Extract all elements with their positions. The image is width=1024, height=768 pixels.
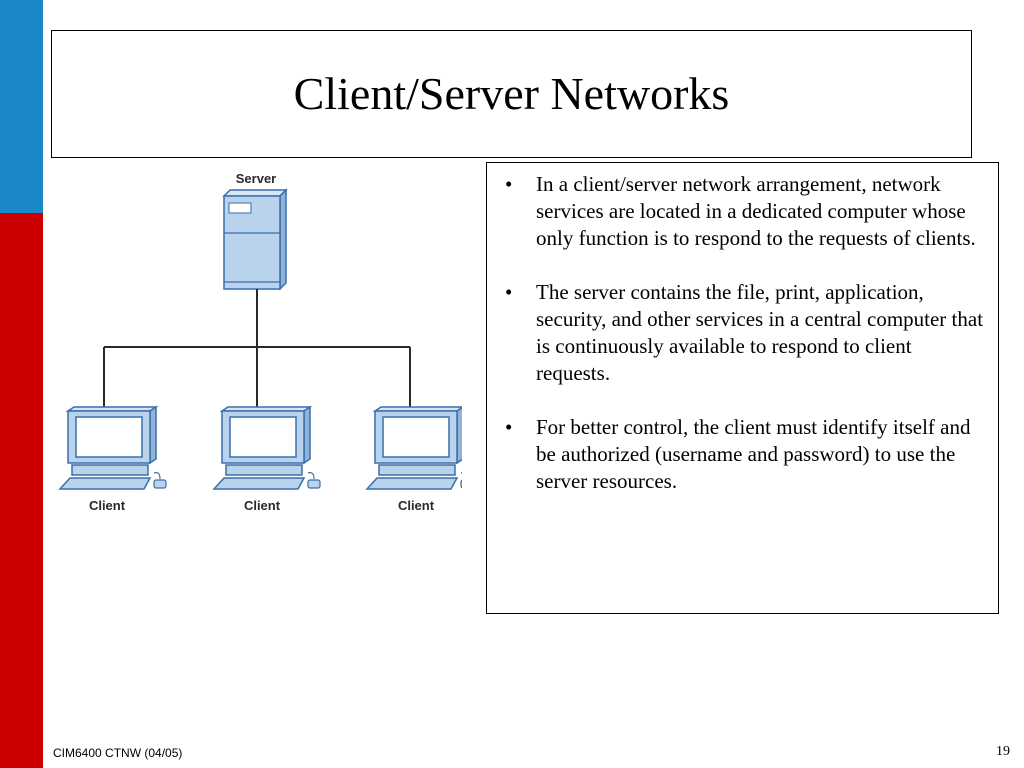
bullet-item: • The server contains the file, print, a…: [499, 279, 986, 387]
bullet-marker: •: [505, 172, 513, 196]
client-computer-icon: [366, 406, 462, 490]
client-computer-icon: [213, 406, 321, 490]
bullet-text: The server contains the file, print, app…: [536, 280, 984, 385]
bullet-text: For better control, the client must iden…: [536, 415, 971, 493]
client-label: Client: [89, 498, 126, 513]
bullet-item: • In a client/server network arrangement…: [499, 171, 986, 252]
network-cabling: [103, 289, 411, 407]
server-label: Server: [236, 171, 276, 186]
bullet-text: In a client/server network arrangement, …: [536, 172, 976, 250]
bullet-item: • For better control, the client must id…: [499, 414, 986, 495]
page-number: 19: [996, 744, 1010, 759]
bullet-marker: •: [505, 415, 513, 439]
slide-title: Client/Server Networks: [293, 68, 730, 119]
server-icon: [222, 188, 288, 291]
network-diagram: Server Client Client Client: [59, 171, 462, 513]
client-computer-icon: [59, 406, 167, 490]
bullet-list: • In a client/server network arrangement…: [487, 163, 998, 495]
sidebar-accent-blue: [0, 0, 43, 213]
sidebar-accent-red: [0, 213, 43, 768]
footer-course: CIM6400 CTNW (04/05): [53, 746, 183, 760]
content-placeholder: • In a client/server network arrangement…: [486, 162, 999, 614]
bullet-marker: •: [505, 280, 513, 304]
client-label: Client: [244, 498, 281, 513]
client-label: Client: [398, 498, 435, 513]
title-placeholder: Client/Server Networks: [51, 30, 972, 158]
